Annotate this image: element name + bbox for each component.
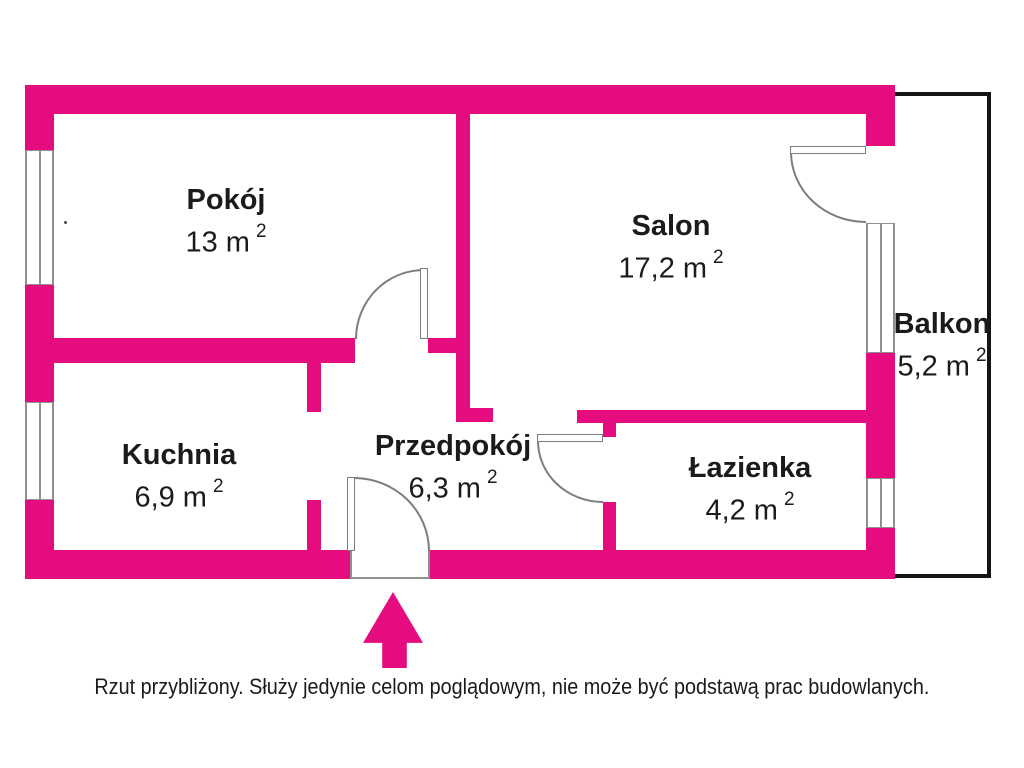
entrance-opening	[350, 550, 430, 579]
pokoj-door-leaf	[420, 268, 428, 339]
wall-lazienka-door-notch	[603, 423, 616, 437]
wall-bottom-right	[430, 550, 895, 579]
room-name: Salon	[631, 210, 711, 242]
wall-lazienka-left-lower	[603, 502, 616, 551]
disclaimer-text: Rzut przybliżony. Służy jedynie celom po…	[94, 674, 930, 699]
room-name: Przedpokój	[374, 430, 532, 462]
pokoj-window	[25, 150, 54, 285]
window-mullion	[879, 479, 882, 527]
window-mullion	[38, 151, 41, 284]
area-superscript: 2	[975, 345, 987, 366]
wall-bottom-left	[25, 550, 350, 579]
balcony-door-arc	[790, 152, 866, 223]
entrance-arrow-icon	[363, 592, 423, 668]
room-name: Łazienka	[688, 452, 812, 484]
salon-window	[866, 223, 895, 353]
lazienka-door-arc	[537, 441, 603, 503]
room-name: Kuchnia	[121, 439, 237, 471]
wall-kuchnia-partition-lower	[307, 500, 321, 551]
plan-dot	[64, 221, 67, 224]
balcony-door-leaf	[790, 146, 866, 154]
area-superscript: 2	[255, 221, 267, 242]
area-superscript: 2	[713, 247, 724, 268]
wall-right-mid	[866, 353, 895, 478]
room-name: Balkon	[893, 308, 991, 340]
pokoj-door-arc	[355, 269, 424, 339]
wall-lazienka-top	[577, 410, 866, 423]
area-superscript: 2	[783, 489, 795, 510]
window-mullion	[879, 224, 882, 352]
wall-kuchnia-partition-upper	[307, 363, 321, 412]
wall-pokoj-door-stub	[428, 338, 456, 353]
balcony-outline	[895, 92, 991, 578]
lazienka-door-leaf	[537, 434, 603, 442]
room-name: Pokój	[186, 184, 266, 216]
area-superscript: 2	[486, 467, 498, 488]
wall-salon-divider	[456, 114, 470, 422]
wall-right-top	[866, 85, 895, 146]
wall-top	[25, 85, 895, 114]
wall-left-top	[25, 85, 54, 150]
window-mullion	[38, 403, 41, 499]
kuchnia-window	[25, 402, 54, 500]
lazienka-window	[866, 478, 895, 528]
entrance-door-leaf	[347, 477, 355, 551]
wall-salon-divider-foot	[456, 408, 493, 422]
wall-left-mid	[25, 285, 54, 402]
wall-right-bottom	[866, 528, 895, 579]
wall-pokoj-kuchnia	[54, 338, 355, 363]
area-superscript: 2	[212, 476, 224, 497]
wall-left-bottom	[25, 500, 54, 579]
